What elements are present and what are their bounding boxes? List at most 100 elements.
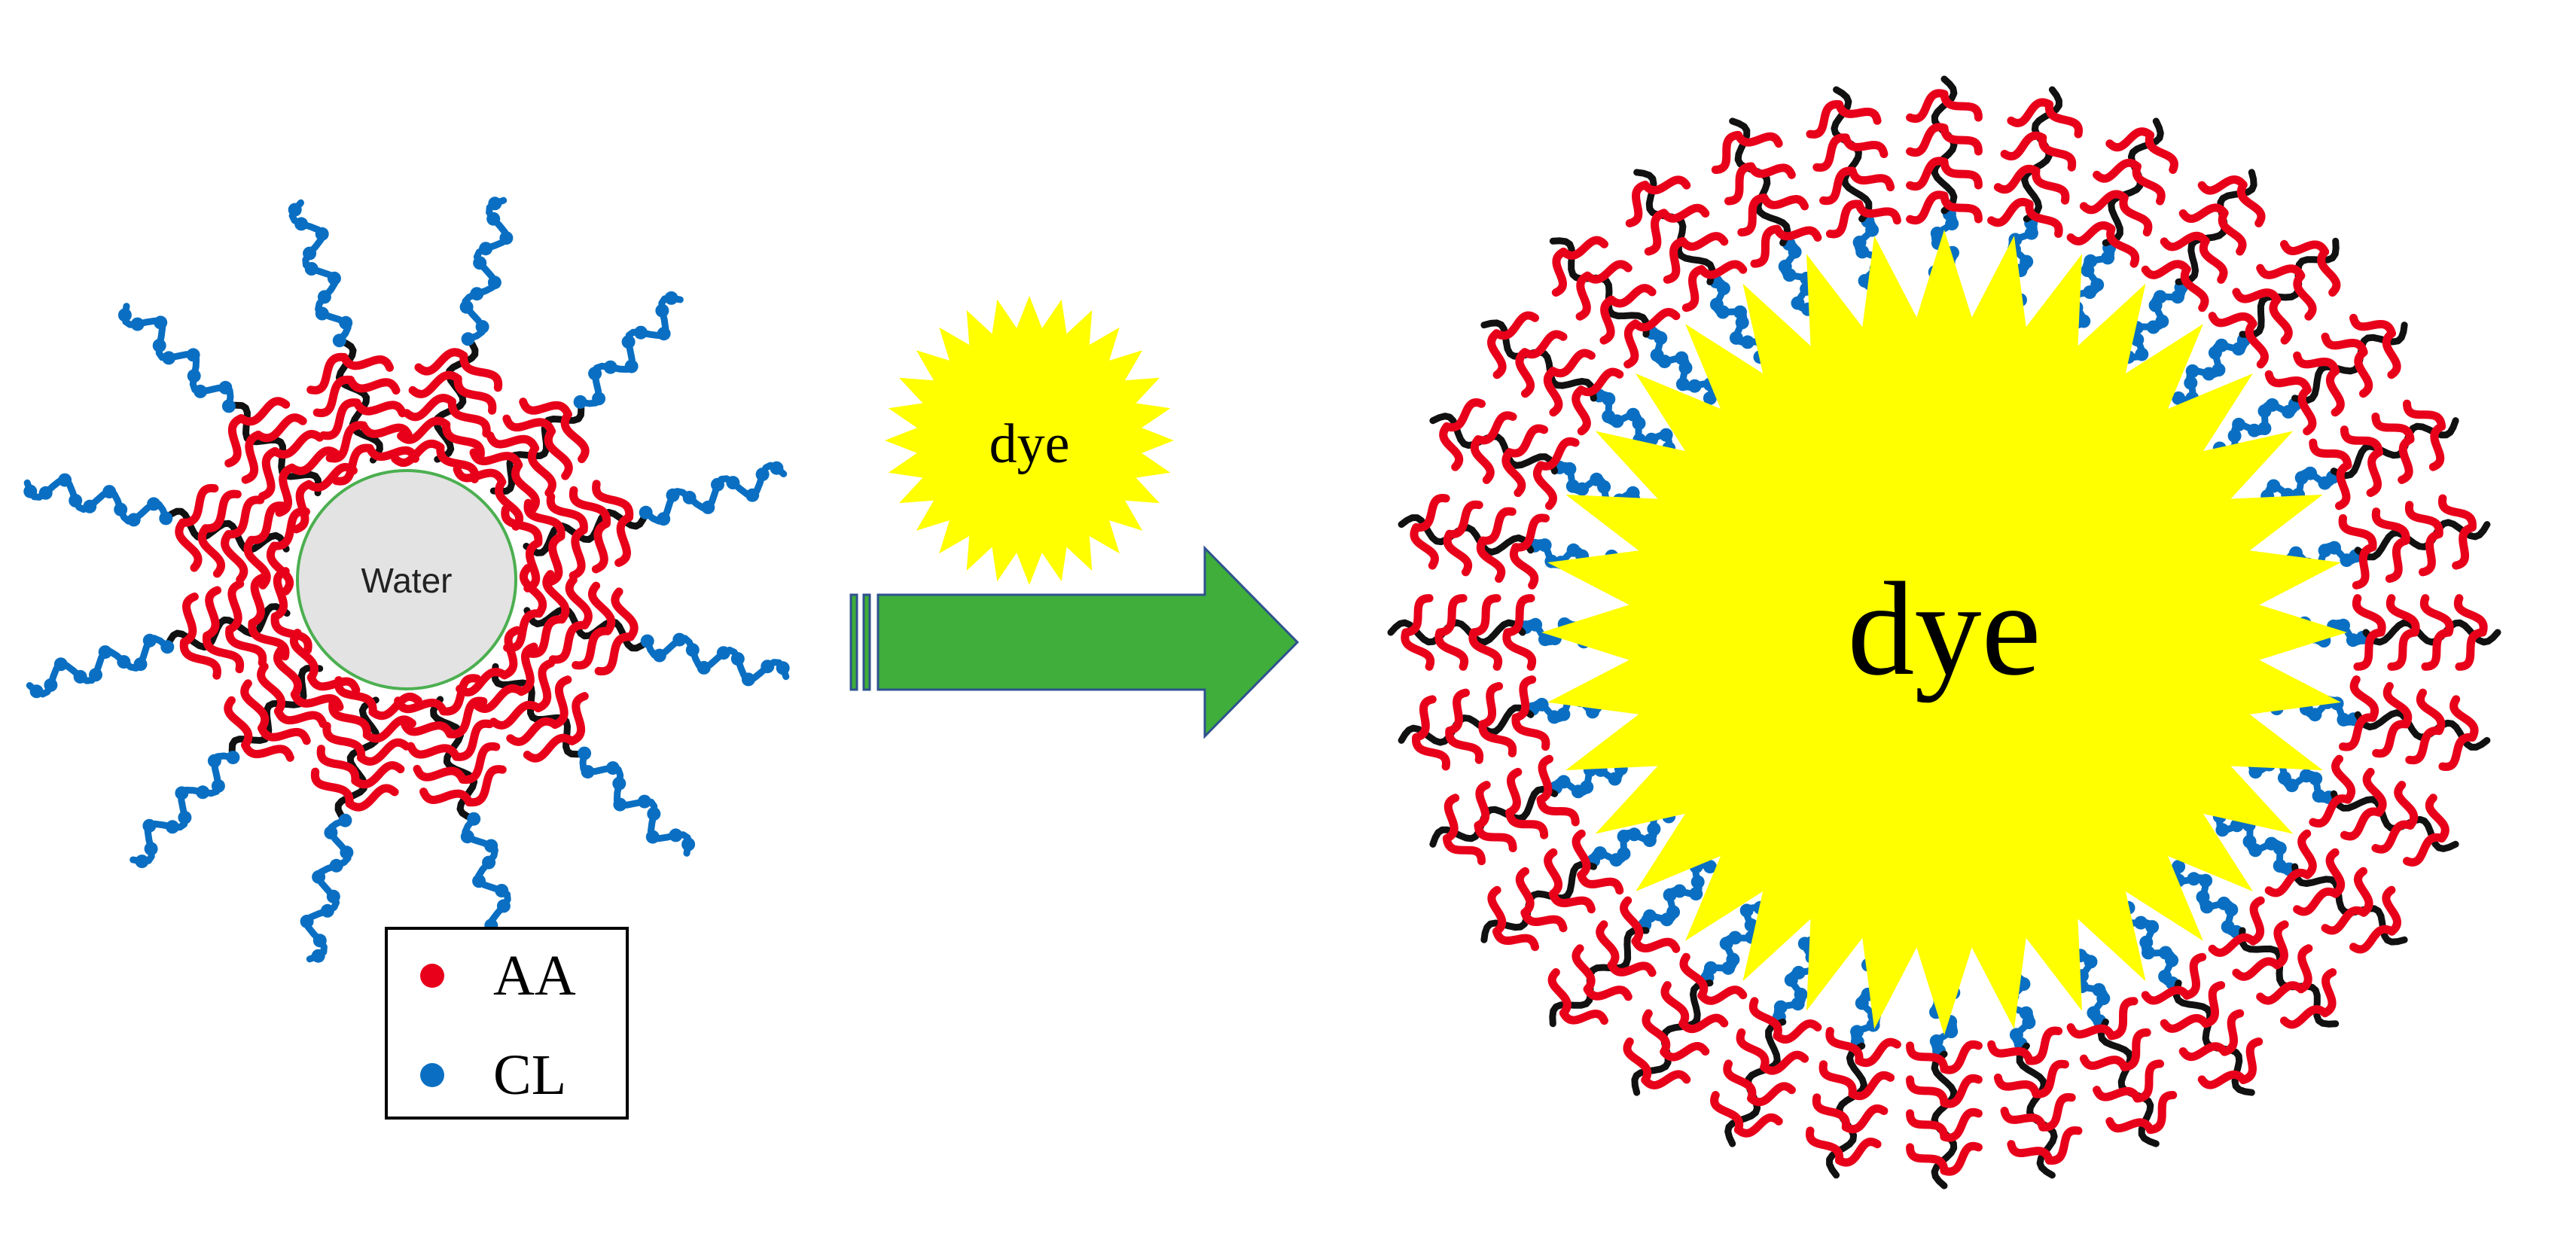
cl-bead	[154, 315, 168, 330]
aa-segment	[1750, 224, 1782, 268]
aa-segment	[1445, 688, 1470, 736]
aa-segment	[316, 745, 360, 785]
aa-segment	[175, 518, 203, 572]
cl-bead	[2134, 916, 2148, 930]
aa-segment	[2297, 944, 2313, 994]
water-core-circle	[296, 469, 517, 690]
cl-bead	[294, 217, 309, 231]
cl-tail	[644, 635, 790, 683]
cl-bead	[340, 845, 354, 860]
aa-segment	[2453, 594, 2488, 637]
aa-segment	[1445, 500, 1483, 538]
aa-segment	[2293, 271, 2317, 321]
aa-segment	[2248, 896, 2265, 946]
aa-segment	[1505, 808, 1549, 839]
cl-bead	[1602, 410, 1616, 424]
cl-bead	[697, 660, 711, 675]
large-dye-core: dye	[1541, 230, 2347, 1035]
aa-segment	[1505, 767, 1523, 817]
aa-segment	[322, 721, 366, 763]
cl-bead	[1660, 912, 1674, 927]
aa-segment	[1510, 543, 1539, 590]
cl-bead	[1565, 479, 1580, 493]
cl-bead	[152, 339, 166, 352]
cl-bead	[1930, 227, 1944, 240]
aa-segment	[1987, 198, 2034, 227]
cl-bead	[144, 842, 158, 856]
aa-segment	[2372, 720, 2410, 758]
aa-segment	[1442, 834, 1486, 866]
aa-segment	[2280, 239, 2330, 256]
aa-segment	[1940, 90, 1983, 122]
aa-segment	[1806, 100, 1843, 139]
aa-segment	[325, 421, 367, 463]
aa-segment	[241, 431, 263, 484]
cl-bead	[655, 303, 669, 318]
aa-segment	[447, 397, 491, 438]
aa-segment	[312, 376, 355, 418]
aa-segment	[2349, 925, 2396, 954]
cl-bead	[89, 668, 102, 682]
aa-segment	[452, 719, 494, 761]
aa-segment	[2269, 295, 2293, 345]
cl-bead	[2155, 314, 2169, 328]
aa-segment	[1442, 398, 1486, 432]
aa-segment	[368, 692, 422, 721]
cl-bead	[2101, 251, 2115, 265]
aa-segment	[2160, 1014, 2210, 1033]
cl-bead	[1562, 462, 1577, 476]
aa-segment	[2264, 868, 2312, 897]
cl-bead	[117, 655, 131, 669]
aa-segment	[1760, 193, 1809, 211]
cl-bead	[1855, 996, 1869, 1010]
cl-bead	[1721, 961, 1736, 975]
cl-bead	[603, 360, 617, 374]
water-core-label: Water	[361, 561, 453, 600]
aa-segment	[2449, 695, 2479, 742]
aa-segment	[439, 674, 481, 716]
aa-segment	[1410, 523, 1439, 570]
aa-segment	[1520, 908, 1568, 933]
aa-segment	[2309, 438, 2352, 470]
cl-tail	[23, 477, 169, 525]
cl-bead	[2024, 226, 2038, 240]
cl-bead	[592, 391, 606, 406]
aa-segment	[500, 626, 522, 680]
cl-bead	[581, 765, 595, 779]
cl-bead	[2184, 376, 2198, 390]
cl-bead	[53, 657, 68, 672]
aa-segment	[2321, 968, 2337, 1018]
aa-segment	[178, 484, 219, 527]
cl-bead	[288, 203, 302, 217]
aa-segment	[2293, 351, 2340, 376]
aa-segment	[1906, 1143, 1949, 1175]
aa-segment	[2079, 190, 2129, 215]
aa-segment	[2352, 594, 2386, 637]
aa-segment	[614, 513, 633, 567]
cl-bead	[647, 807, 661, 821]
aa-segment	[611, 587, 639, 641]
small-dye-burst	[885, 296, 1174, 585]
aa-segment	[565, 575, 593, 629]
cl-bead	[2232, 417, 2246, 431]
aa-segment	[453, 465, 507, 486]
cl-bead	[304, 262, 319, 276]
cl-bead	[2165, 953, 2179, 967]
aa-segment	[2438, 733, 2477, 771]
aa-segment	[1841, 133, 1889, 158]
aa-segment	[1940, 1040, 1983, 1074]
cl-bead	[1566, 543, 1581, 557]
cl-bead	[755, 468, 770, 482]
cl-bead	[186, 348, 200, 362]
cl-bead	[324, 825, 338, 839]
cl-bead	[1703, 860, 1717, 874]
aa-segment	[1476, 536, 1505, 583]
aa-segment	[1596, 920, 1620, 970]
cl-bead	[1778, 259, 1792, 273]
aa-segment	[2335, 461, 2352, 510]
aa-segment	[1536, 795, 1580, 827]
aa-segment	[526, 615, 566, 658]
aa-segment	[453, 374, 497, 415]
cl-bead	[1650, 348, 1664, 362]
aa-segment	[2349, 675, 2379, 722]
